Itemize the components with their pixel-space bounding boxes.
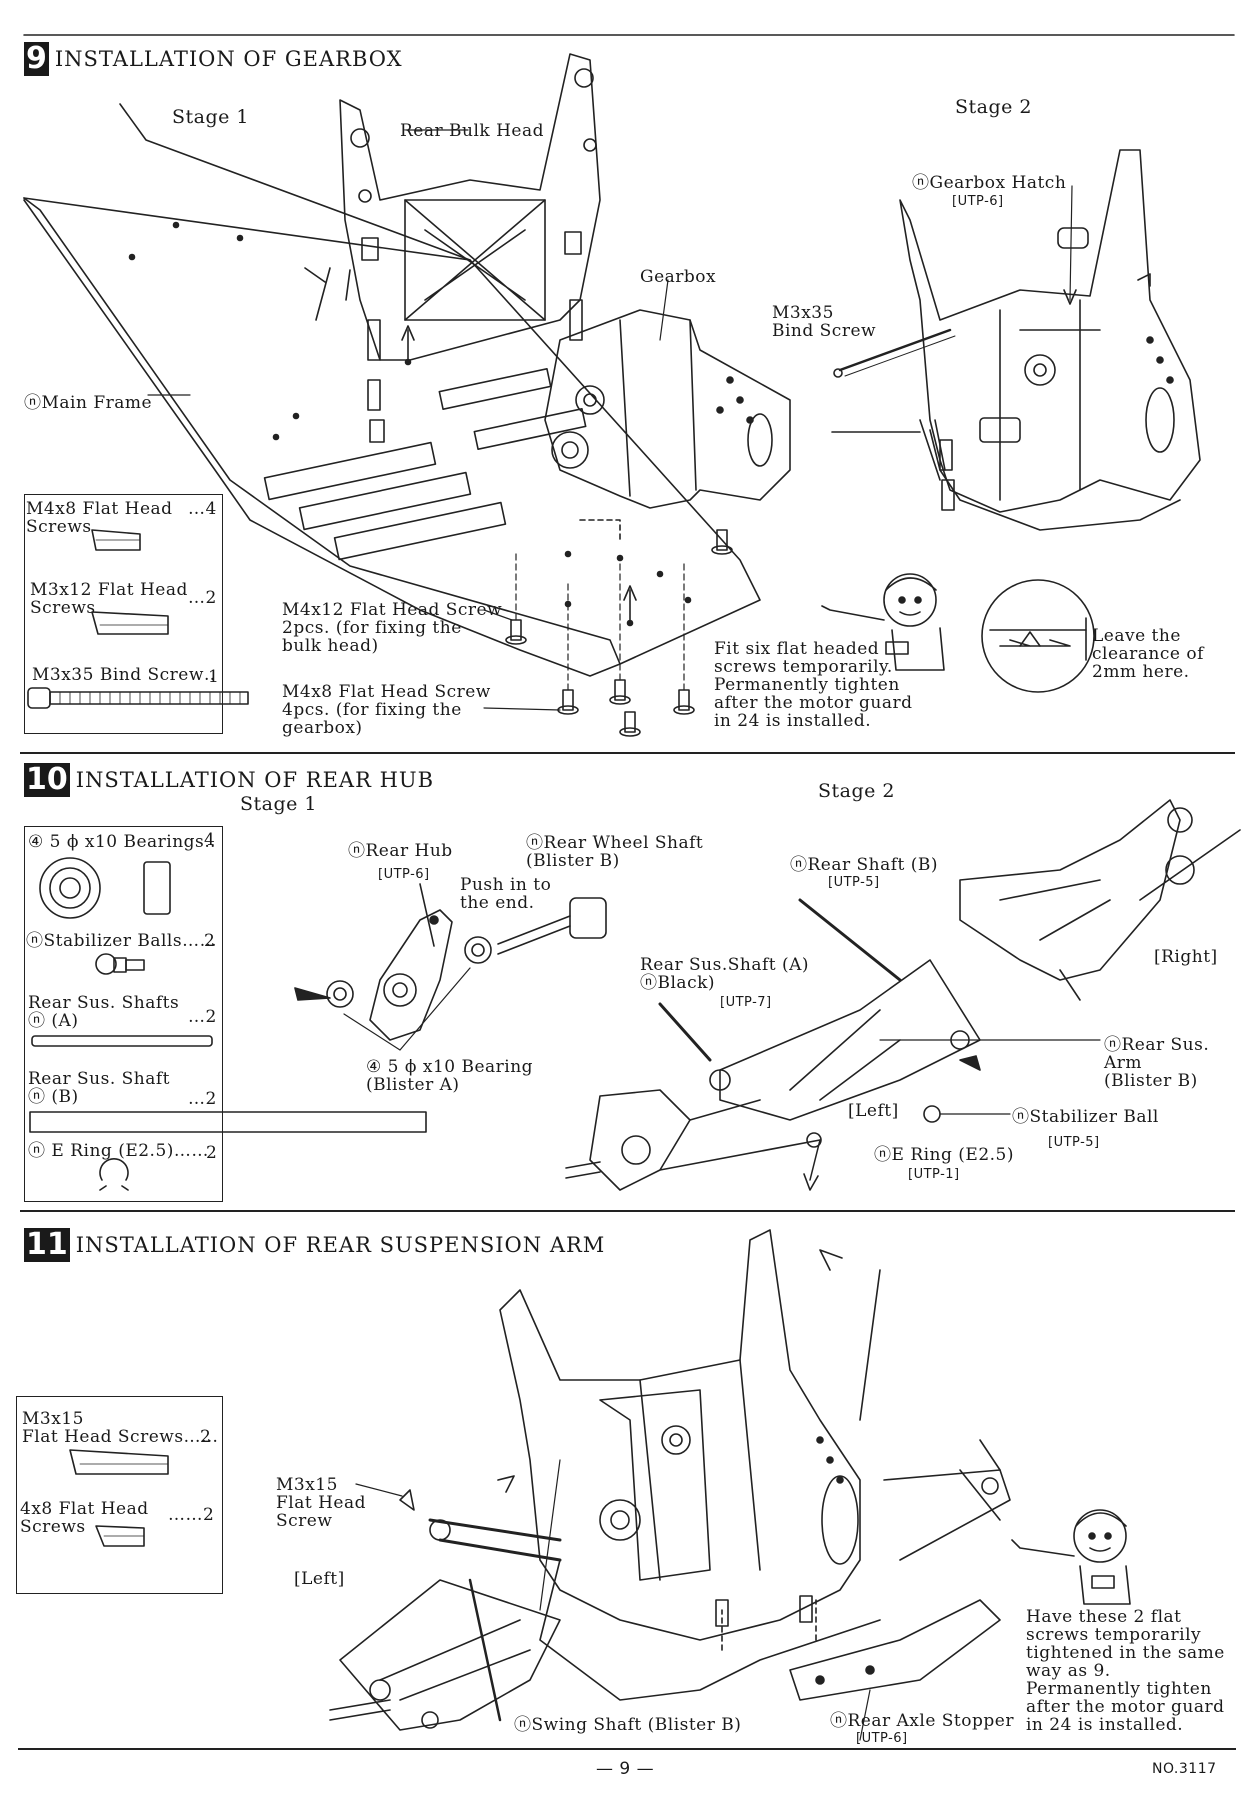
rear-wheel-shaft-label: ⓝRear Wheel Shaft (Blister B) bbox=[526, 833, 704, 871]
s9-parts-box bbox=[24, 494, 223, 734]
section-9-number: 9 bbox=[24, 41, 49, 76]
mascot-boy-drawing-11 bbox=[1011, 1509, 1131, 1605]
gearbox-label: Gearbox bbox=[640, 267, 717, 287]
section-9-header: 9 INSTALLATION OF GEARBOX bbox=[24, 42, 403, 76]
section-10-number: 10 bbox=[24, 762, 70, 797]
part-4x8-name: 4x8 Flat Head Screws bbox=[20, 1499, 149, 1537]
document-number: NO.3117 bbox=[1152, 1761, 1217, 1777]
part-m3x35-name: M3x35 Bind Screw‥ bbox=[32, 665, 216, 685]
part-e-ring-name: ⓝ E Ring (E2.5)…… bbox=[28, 1141, 209, 1161]
part-m3x12-name: M3x12 Flat Head Screws bbox=[30, 580, 188, 618]
m4x8-note: M4x8 Flat Head Screw 4pcs. (for fixing t… bbox=[282, 682, 491, 738]
s9-stage1-label: Stage 1 bbox=[172, 106, 250, 128]
rear-axle-stopper-label: ⓝRear Axle Stopper bbox=[830, 1711, 1014, 1731]
clearance-note: Leave the clearance of 2mm here. bbox=[1092, 626, 1204, 682]
s10-stage2-label: Stage 2 bbox=[818, 780, 896, 802]
s10-parts-box bbox=[24, 826, 223, 1202]
part-sus-shaft-a-name: Rear Sus. Shafts ⓝ (A) bbox=[28, 993, 180, 1031]
part-sus-shaft-b-qty: …2 bbox=[188, 1089, 217, 1109]
rear-sus-stage2-drawing bbox=[565, 898, 1101, 1191]
s9-parts-illustrations bbox=[27, 529, 249, 709]
main-frame-drawing bbox=[23, 103, 761, 677]
clearance-detail-drawing bbox=[981, 579, 1095, 693]
part-bearings-name: ④ 5 ϕ x10 Bearings‥ bbox=[28, 832, 217, 852]
section-divider-9-10 bbox=[20, 752, 1235, 754]
part-stabilizer-name: ⓝStabilizer Balls…… bbox=[26, 931, 218, 951]
part-m3x15-qty: 2 bbox=[200, 1427, 212, 1447]
section-10-header: 10 INSTALLATION OF REAR HUB bbox=[24, 763, 434, 797]
utp7-code: [UTP-7] bbox=[720, 995, 772, 1010]
rear-hub-stage1-drawing bbox=[294, 883, 607, 1051]
rear-hub-label: ⓝRear Hub bbox=[348, 841, 453, 861]
main-frame-label: ⓝMain Frame bbox=[24, 393, 153, 413]
footer-rule bbox=[18, 1748, 1236, 1750]
rear-sus-shaft-a-label: Rear Sus.Shaft (A) ⓝBlack) bbox=[640, 955, 810, 993]
section-divider-10-11 bbox=[20, 1210, 1235, 1212]
part-stabilizer-qty: 2 bbox=[204, 931, 216, 951]
rear-shaft-b-label: ⓝRear Shaft (B) bbox=[790, 855, 939, 875]
s11-assembly-drawing bbox=[329, 1229, 1011, 1741]
s11-parts-illustrations bbox=[69, 1449, 169, 1547]
bearing-label: ④ 5 ϕ x10 Bearing (Blister A) bbox=[366, 1057, 534, 1095]
section-11-title: INSTALLATION OF REAR SUSPENSION ARM bbox=[75, 1233, 606, 1257]
stabilizer-ball-code: [UTP-5] bbox=[1048, 1135, 1100, 1150]
s10-parts-illustrations bbox=[29, 857, 427, 1191]
stabilizer-ball-label: ⓝStabilizer Ball bbox=[1012, 1107, 1159, 1127]
gearbox-hatch-code: [UTP-6] bbox=[952, 194, 1004, 209]
e-ring-label: ⓝE Ring (E2.5) bbox=[874, 1145, 1014, 1165]
left-label-s10: [Left] bbox=[848, 1101, 899, 1121]
s10-stage1-label: Stage 1 bbox=[240, 793, 318, 815]
m3x15-flat-label: M3x15 Flat Head Screw bbox=[276, 1475, 367, 1531]
rear-axle-stopper-code: [UTP-6] bbox=[856, 1731, 908, 1746]
part-m3x12-qty: …2 bbox=[188, 588, 217, 608]
gearbox-hatch-label: ⓝGearbox Hatch bbox=[912, 173, 1067, 193]
stage2-assembly-drawing bbox=[831, 149, 1201, 531]
right-sus-arm-drawing bbox=[959, 799, 1241, 1001]
part-sus-shaft-b-name: Rear Sus. Shaft ⓝ (B) bbox=[28, 1069, 171, 1107]
e-ring-code: [UTP-1] bbox=[908, 1167, 960, 1182]
s11-parts-box bbox=[16, 1396, 223, 1594]
part-m3x35-qty: 1 bbox=[208, 667, 220, 687]
swing-shaft-label: ⓝSwing Shaft (Blister B) bbox=[514, 1715, 742, 1735]
gearbox-drawing bbox=[544, 279, 791, 621]
have-screws-note: Have these 2 flat screws temporarily tig… bbox=[1026, 1607, 1225, 1735]
fit-six-screws-note: Fit six flat headed screws temporarily. … bbox=[714, 639, 913, 731]
rear-hub-code: [UTP-6] bbox=[378, 867, 430, 882]
part-m3x15-name: M3x15 Flat Head Screws…… bbox=[22, 1409, 219, 1447]
m3x35-bind-label: M3x35 Bind Screw bbox=[772, 303, 877, 341]
part-e-ring-qty: 2 bbox=[206, 1143, 218, 1163]
rear-shaft-b-code: [UTP-5] bbox=[828, 875, 880, 890]
part-sus-shaft-a-qty: …2 bbox=[188, 1007, 217, 1027]
page-number: — 9 — bbox=[596, 1759, 655, 1779]
section-9-title: INSTALLATION OF GEARBOX bbox=[54, 47, 403, 71]
s9-screws-drawing bbox=[483, 529, 733, 737]
mascot-boy-drawing-9 bbox=[821, 573, 945, 671]
rear-sus-arm-label: ⓝRear Sus. Arm (Blister B) bbox=[1104, 1035, 1210, 1091]
rear-bulk-head-drawing bbox=[315, 53, 601, 443]
rear-bulk-head-label: Rear Bulk Head bbox=[400, 121, 545, 141]
push-in-note: Push in to the end. bbox=[460, 875, 552, 913]
part-bearings-qty: 4 bbox=[204, 830, 216, 850]
s9-stage2-label: Stage 2 bbox=[955, 96, 1033, 118]
part-4x8-qty: ……2 bbox=[168, 1505, 215, 1525]
left-label-s11: [Left] bbox=[294, 1569, 345, 1589]
right-label: [Right] bbox=[1154, 947, 1218, 967]
section-11-header: 11 INSTALLATION OF REAR SUSPENSION ARM bbox=[24, 1228, 605, 1262]
section-11-number: 11 bbox=[24, 1227, 70, 1262]
part-m4x8-name: M4x8 Flat Head Screws bbox=[26, 499, 173, 537]
part-m4x8-qty: …4 bbox=[188, 499, 217, 519]
section-10-title: INSTALLATION OF REAR HUB bbox=[75, 768, 435, 792]
